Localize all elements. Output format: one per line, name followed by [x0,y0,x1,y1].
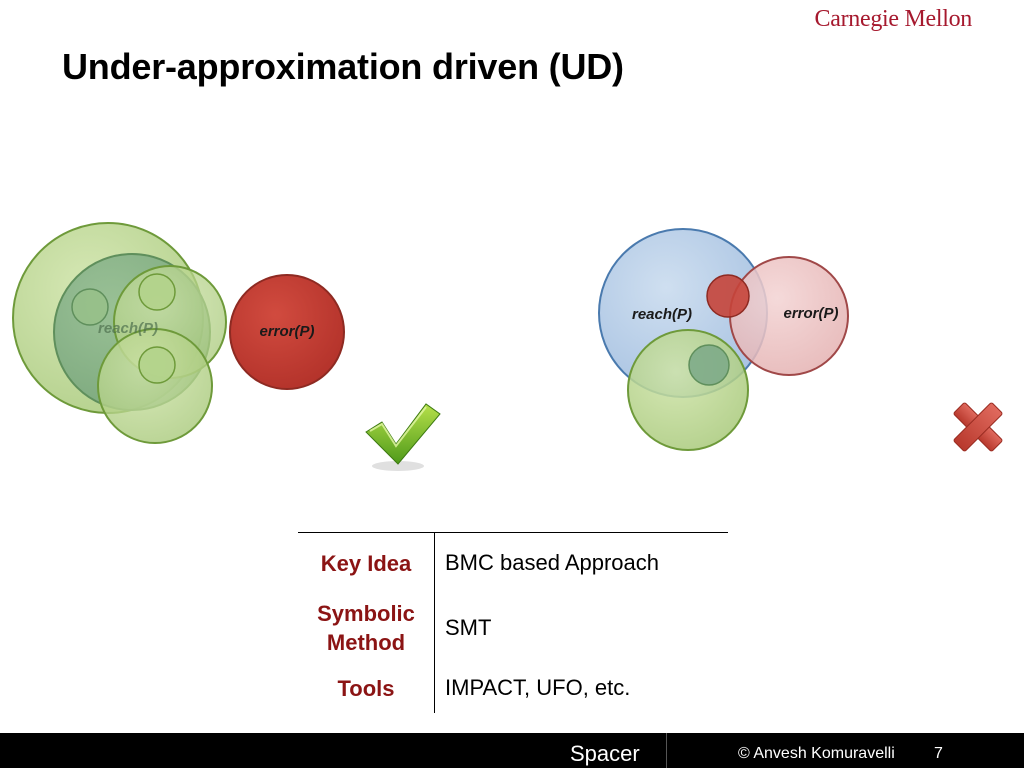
table-key-cell: Tools [298,663,435,713]
cmu-logo: Carnegie Mellon [814,6,973,32]
left-error-circle [229,274,345,390]
table-value-cell: BMC based Approach [445,550,660,575]
footer-copyright: © Anvesh Komuravelli [738,745,895,762]
left-diagram: reach(P) error(P) [12,222,441,471]
right-green-circle [627,329,749,451]
table-row: Key Idea BMC based Approach [298,532,728,593]
table-row: Symbolic Method SMT [298,593,728,663]
footer-bar: Spacer © Anvesh Komuravelli 7 [0,733,1024,768]
left-small-circle-2 [138,273,176,311]
diagram-canvas: reach(P) error(P) reach(P) error(P) [12,222,1003,471]
page-number: 7 [934,745,943,762]
left-small-circle-3 [138,346,176,384]
slide-title: Under-approximation driven (UD) [62,46,624,87]
cross-icon [953,402,1003,452]
right-small-teal-circle [688,344,730,386]
right-error-label: error(P) [783,305,838,322]
left-reach-label: reach(P) [98,320,158,337]
table-row: Tools IMPACT, UFO, etc. [298,663,728,713]
table-value-cell: IMPACT, UFO, etc. [445,675,631,700]
left-error-label: error(P) [259,323,314,340]
summary-table: Key Idea BMC based Approach Symbolic Met… [298,532,728,713]
table-key-cell: Symbolic Method [298,593,435,663]
right-diagram: reach(P) error(P) [598,228,1003,452]
footer-divider [666,733,667,768]
footer-project-label: Spacer [570,741,640,766]
left-small-circle-1 [71,288,109,326]
checkmark-icon [365,403,441,471]
left-bottom-green-circle [97,328,213,444]
table-value-cell: SMT [445,615,492,640]
right-small-red-circle [706,274,750,318]
right-reach-label: reach(P) [632,306,692,323]
table-key-cell: Key Idea [298,532,435,593]
